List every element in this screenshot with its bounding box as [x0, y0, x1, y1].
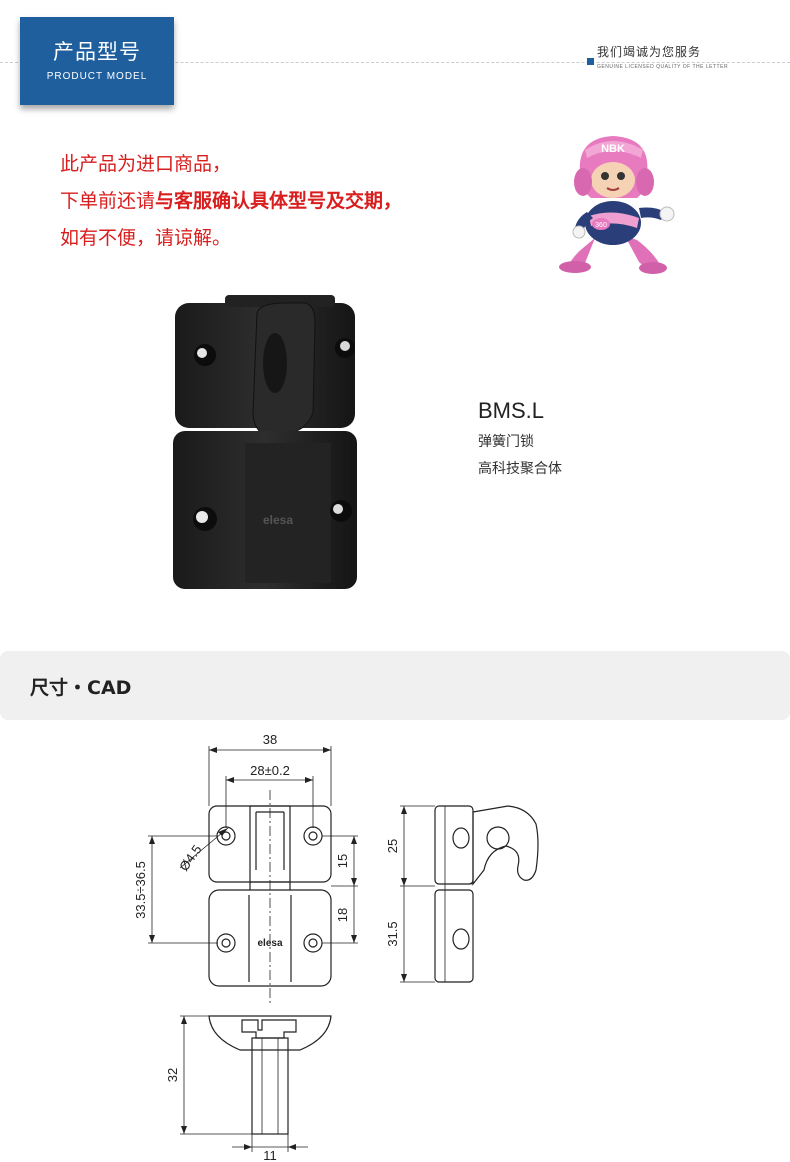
drawing-logo-text: elesa — [257, 938, 282, 949]
dim-depth: 32 — [165, 1068, 180, 1082]
dim-hole-span: 33.5÷36.5 — [133, 861, 148, 919]
notice-line-2: 下单前还请与客服确认具体型号及交期， — [60, 183, 402, 220]
slogan-en: GENUINE LICENSED QUALITY OF THE LETTER — [597, 64, 729, 70]
notice-line-3: 如有不便，请谅解。 — [60, 227, 232, 249]
notice-line-2-bold: 与客服确认具体型号及交期， — [155, 190, 403, 212]
import-notice: 此产品为进口商品， 下单前还请与客服确认具体型号及交期， 如有不便，请谅解。 — [60, 146, 402, 257]
product-material: 高科技聚合体 — [478, 461, 562, 477]
cad-section-header: 尺寸・CAD — [0, 651, 790, 720]
slogan-square-icon — [587, 58, 594, 65]
badge-subtitle: PRODUCT MODEL — [46, 71, 148, 82]
mascot-badge-text: 360 — [595, 222, 607, 229]
product-logo-text: elesa — [263, 513, 293, 527]
dim-width-total: 38 — [263, 732, 277, 747]
badge-title: 产品型号 — [53, 40, 141, 64]
product-model-badge: 产品型号 PRODUCT MODEL — [20, 17, 174, 105]
dim-tongue-width: 11 — [263, 1148, 277, 1162]
slogan-cn: 我们竭诚为您服务 — [597, 45, 702, 59]
cad-title: 尺寸・CAD — [30, 677, 132, 699]
mascot-illustration: NBK 360 — [559, 136, 675, 274]
product-photo: elesa — [173, 295, 357, 589]
dim-side-lower: 31.5 — [385, 921, 400, 946]
product-name: 弹簧门锁 — [478, 434, 534, 450]
cad-drawing: 38 28±0.2 Ø4.5 33.5÷36.5 15 18 25 31.5 3… — [133, 732, 539, 1162]
mascot-cap-text: NBK — [601, 143, 625, 155]
service-slogan: 我们竭诚为您服务 GENUINE LICENSED QUALITY OF THE… — [597, 43, 728, 70]
dim-upper-offset: 15 — [335, 854, 350, 868]
dim-hole-dia: Ø4.5 — [176, 842, 204, 874]
dim-width-holes: 28±0.2 — [250, 763, 290, 778]
notice-line-1: 此产品为进口商品， — [60, 153, 232, 175]
notice-line-2-normal: 下单前还请 — [60, 190, 156, 212]
dim-side-upper: 25 — [385, 839, 400, 853]
header-divider — [0, 62, 790, 63]
dim-lower-offset: 18 — [335, 908, 350, 922]
product-code: BMS.L — [478, 398, 545, 423]
